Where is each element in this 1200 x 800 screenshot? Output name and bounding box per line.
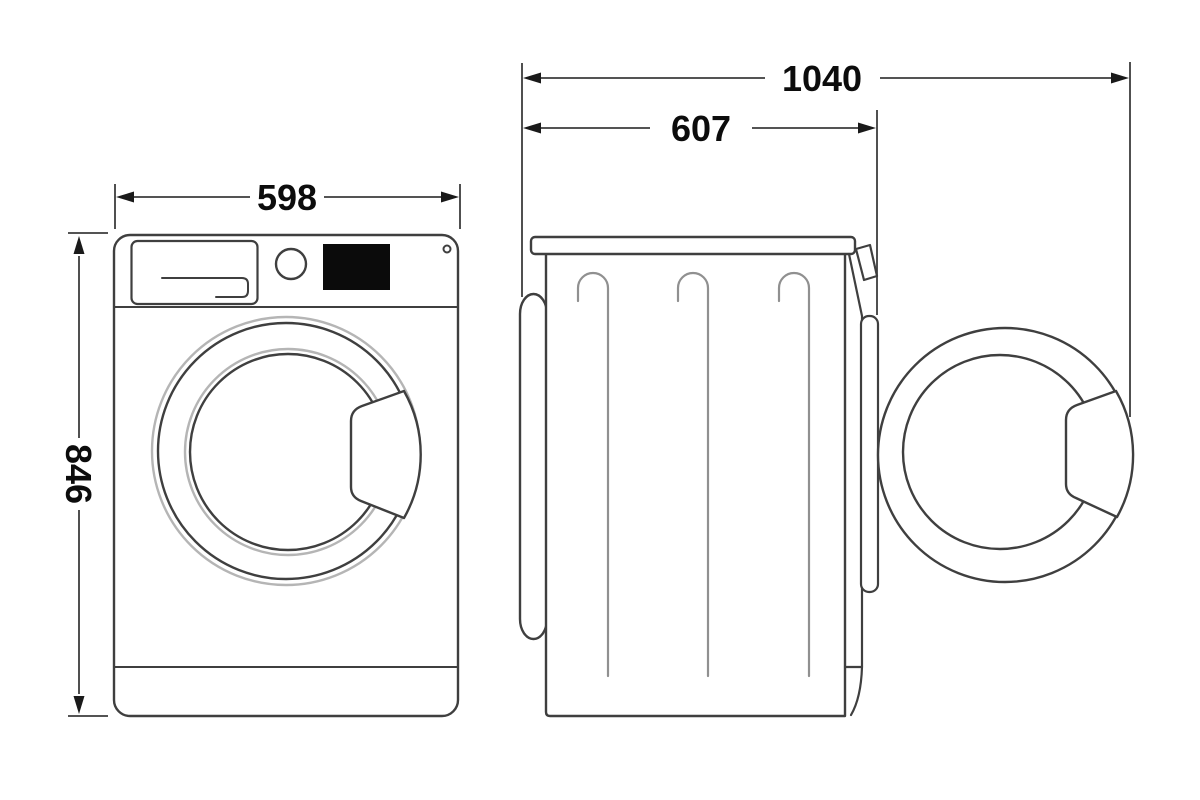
open-door-handle-pocket bbox=[1064, 389, 1135, 519]
front-height-label: 846 bbox=[58, 444, 99, 504]
arrowhead-down bbox=[73, 696, 85, 714]
dimension-depth-body: 607 bbox=[523, 108, 878, 315]
arrowhead-left bbox=[116, 191, 134, 203]
rear-bulge bbox=[518, 292, 549, 641]
arrowhead-right bbox=[441, 191, 459, 203]
side-view bbox=[518, 235, 1135, 718]
program-knob-icon bbox=[274, 247, 308, 281]
power-button-icon bbox=[442, 244, 452, 254]
drawer-handle-line bbox=[161, 277, 249, 298]
panel-contour-line bbox=[576, 271, 610, 678]
door-handle-pocket bbox=[349, 389, 422, 520]
front-kick-recess bbox=[843, 665, 864, 717]
extension-ticks bbox=[68, 232, 108, 717]
arrowhead-left bbox=[523, 72, 541, 84]
top-lid bbox=[529, 235, 857, 256]
depth-door-open-label: 1040 bbox=[782, 58, 862, 99]
dimensions: 598 846 1040 607 bbox=[58, 58, 1131, 717]
door-hinge-bracket bbox=[854, 243, 879, 282]
side-body-outline bbox=[544, 251, 847, 718]
panel-contour-line bbox=[777, 271, 811, 678]
extension-lines bbox=[521, 62, 1131, 417]
extension-lines bbox=[114, 184, 461, 229]
arrowhead-left bbox=[523, 122, 541, 134]
display-screen bbox=[323, 244, 390, 290]
dimension-depth-door-open: 1040 bbox=[521, 58, 1131, 417]
detergent-drawer bbox=[130, 239, 259, 306]
door-bezel-strip bbox=[859, 314, 880, 594]
panel-contour-line bbox=[676, 271, 710, 678]
arrowhead-up bbox=[73, 236, 85, 254]
dimension-front-width: 598 bbox=[114, 177, 461, 229]
arrowhead-right bbox=[858, 122, 876, 134]
depth-body-label: 607 bbox=[671, 108, 731, 149]
front-width-label: 598 bbox=[257, 177, 317, 218]
arrowhead-right bbox=[1111, 72, 1129, 84]
dimension-front-height: 846 bbox=[58, 232, 108, 717]
front-view bbox=[112, 233, 460, 718]
